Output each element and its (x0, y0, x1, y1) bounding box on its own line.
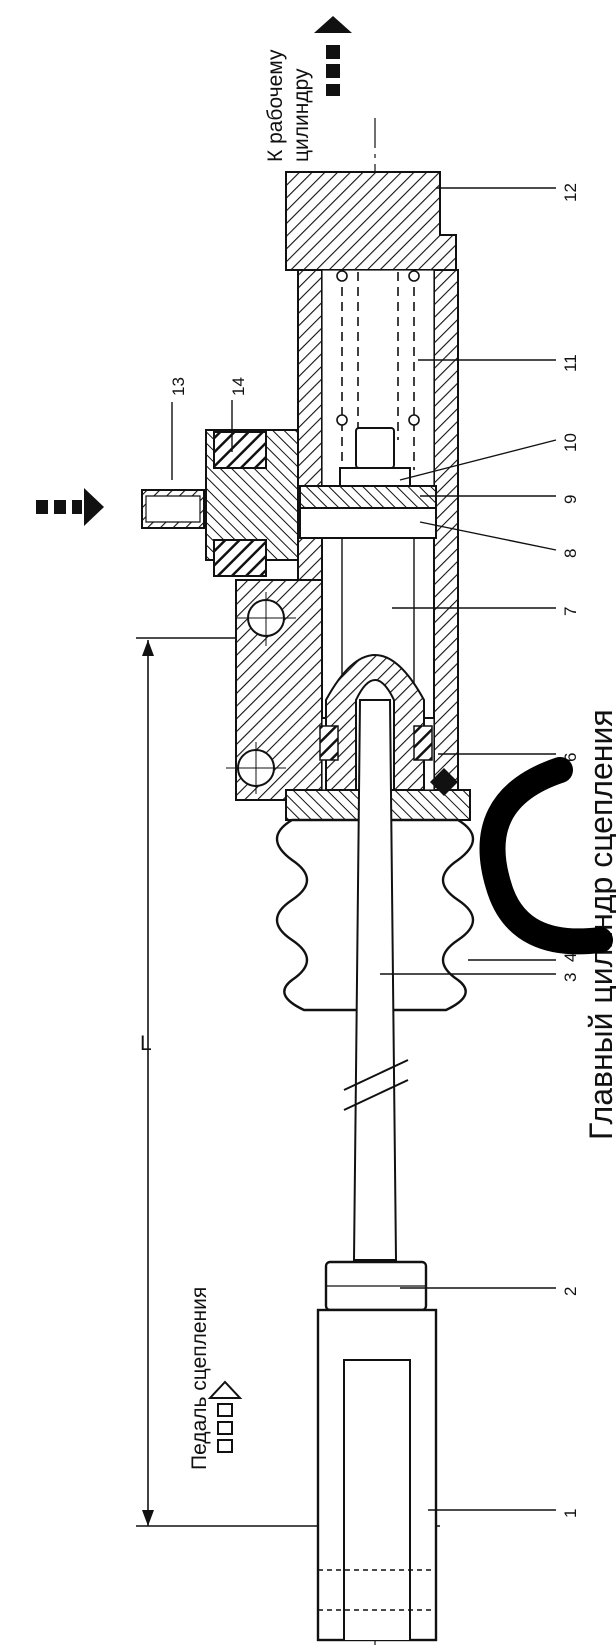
outlet-label-line2: цилиндру (290, 68, 313, 162)
overlay-stroke (479, 757, 613, 955)
diagram-title: Главный цилиндр сцепления (583, 709, 616, 1140)
inlet-nipple (141, 489, 205, 529)
reservoir-flow-arrow (36, 488, 104, 526)
outlet-label-line1: К рабочему (264, 49, 287, 162)
dimension-l-label: L (140, 1032, 152, 1055)
dimension-l: L (136, 637, 440, 1527)
secondary-seal-right (413, 725, 433, 761)
callout-numbers: 1 2 3 4 6 7 8 9 10 11 12 13 14 (169, 183, 580, 1518)
outlet-flow-arrow (314, 16, 352, 96)
pedal-flow-arrow (207, 1380, 243, 1453)
pedal-label: Педаль сцепления (188, 1287, 211, 1470)
callout-10: 10 (561, 433, 580, 452)
callout-12: 12 (561, 183, 580, 202)
callout-14: 14 (229, 377, 248, 396)
callout-6: 6 (561, 753, 580, 762)
grommet (213, 431, 267, 577)
callout-9: 9 (561, 495, 580, 504)
spring-seat (339, 427, 411, 487)
return-spring (341, 272, 415, 470)
callout-2: 2 (561, 1287, 580, 1296)
leader-lines (171, 187, 557, 1511)
callout-4: 4 (561, 953, 580, 962)
callout-7: 7 (561, 607, 580, 616)
clevis-fork (316, 1308, 438, 1642)
pushrod (343, 699, 409, 1261)
callout-11: 11 (561, 354, 580, 372)
callout-3: 3 (561, 973, 580, 982)
secondary-seal-left (319, 725, 339, 761)
callout-13: 13 (169, 377, 188, 396)
callout-8: 8 (561, 549, 580, 558)
circlip (430, 768, 458, 796)
primary-seal (299, 485, 437, 539)
callout-1: 1 (561, 1509, 580, 1518)
